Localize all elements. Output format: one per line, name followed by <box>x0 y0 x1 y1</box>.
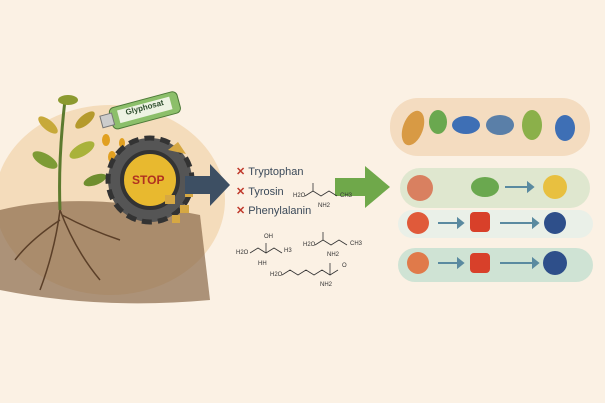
pathway-arrows <box>438 180 540 270</box>
bacteria-cells <box>401 110 575 146</box>
chem-label: H2O <box>236 250 249 256</box>
flower-icon <box>407 252 429 274</box>
arrow-green <box>335 166 390 208</box>
chem-label: O <box>342 263 347 269</box>
chem-label: H2O <box>270 272 283 278</box>
chem-label: OH <box>264 234 273 240</box>
moon-icon-3 <box>543 251 567 275</box>
molecule-structures <box>249 183 348 276</box>
chem-label: CH3 <box>340 193 353 199</box>
moon-icon <box>543 175 567 199</box>
chem-label: H3 <box>284 248 292 254</box>
chem-label: NH2 <box>327 252 340 258</box>
roots <box>14 209 121 291</box>
amino-acid-tryptophan: ✕Tryptophan <box>236 166 304 178</box>
serotonin-block-icon <box>470 212 490 232</box>
pathway-row-2 <box>398 210 593 238</box>
chem-label: HH <box>258 261 267 267</box>
glyphosate-bottle <box>99 91 181 130</box>
chem-label: NH2 <box>320 282 333 288</box>
amino-acid-phenylalanin: ✕Phenylalanin <box>236 205 312 217</box>
cross-icon: ✕ <box>236 166 246 178</box>
pathway-row-3 <box>398 248 593 282</box>
melatonin-block-icon <box>470 253 490 273</box>
chem-label: H2O <box>293 193 306 199</box>
molecule-icon <box>407 212 429 234</box>
stop-label: STOP <box>132 173 165 187</box>
chem-label: H2O <box>303 242 316 248</box>
amino-acid-tyrosin: ✕Tyrosin <box>236 186 284 198</box>
bacterium-icon <box>471 177 499 197</box>
moon-icon-2 <box>544 212 566 234</box>
soil-ground <box>0 201 210 304</box>
brain-icon <box>407 175 433 201</box>
arrow-dark <box>185 164 230 206</box>
chem-label: CH3 <box>350 241 363 247</box>
cross-icon: ✕ <box>236 186 246 198</box>
cross-icon: ✕ <box>236 205 246 217</box>
chem-label: NH2 <box>318 203 331 209</box>
wilting-plant <box>32 95 107 211</box>
gear-icon <box>105 135 195 225</box>
